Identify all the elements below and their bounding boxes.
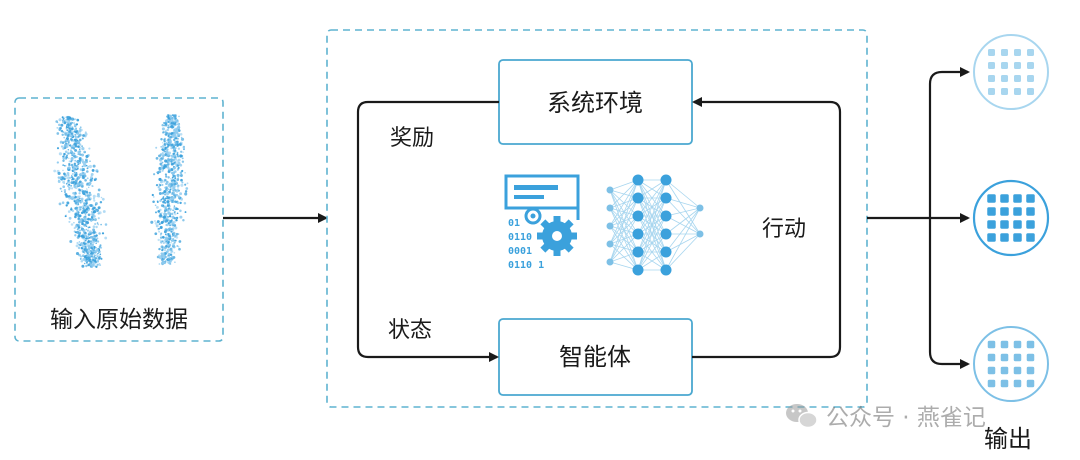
neural-network-icon [606, 174, 704, 276]
output-branch-top [928, 67, 970, 218]
input-scatter-right [150, 114, 189, 266]
watermark-text: 公众号 · 燕雀记 [826, 405, 986, 431]
action-loop [692, 97, 842, 359]
input-label: 输入原始数据 [50, 307, 188, 333]
gear-icon [524, 207, 542, 225]
input-scatter-left [53, 115, 108, 269]
state-label: 状态 [388, 318, 432, 343]
binary-line: 01 [508, 218, 520, 229]
output-label: 输出 [984, 425, 1032, 453]
wechat-icon [786, 404, 818, 429]
agent-label: 智能体 [559, 343, 631, 371]
watermark: 公众号 · 燕雀记 [786, 404, 986, 431]
action-label: 行动 [762, 217, 806, 242]
binary-line: 0110 [508, 232, 532, 243]
data-processing-icon: 01 0110 0001 0110 1 [504, 174, 580, 271]
input-panel [14, 97, 224, 342]
binary-line: 0001 [508, 246, 532, 257]
binary-line: 0110 1 [508, 260, 544, 271]
reward-state-loop [356, 100, 499, 362]
output-grid-icon-top [973, 34, 1049, 110]
output-grid-icon-middle [972, 179, 1050, 257]
output-grid-icon-bottom [973, 326, 1049, 402]
reward-label: 奖励 [390, 126, 434, 151]
output-branch-bottom [928, 218, 970, 369]
environment-label: 系统环境 [547, 89, 643, 117]
gear-icon [537, 216, 577, 256]
